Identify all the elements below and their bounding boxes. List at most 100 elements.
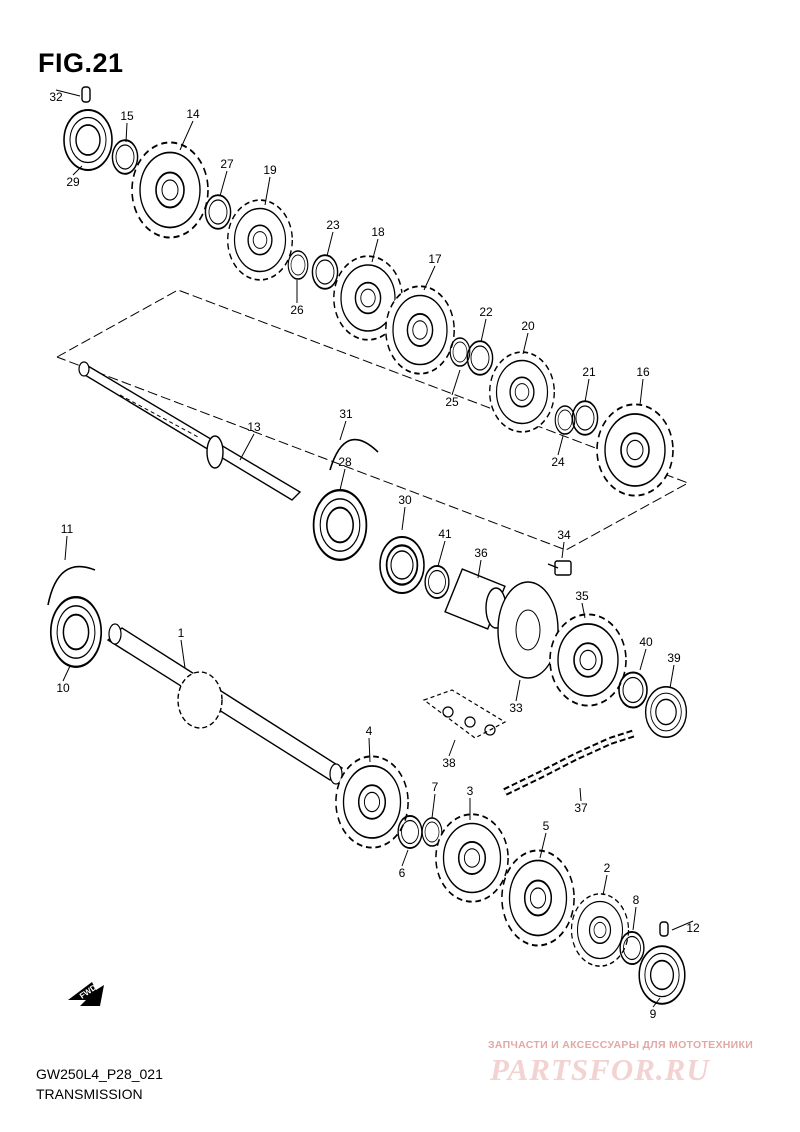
- fwd-arrow-icon: FWD: [68, 982, 104, 1006]
- part-25-circlip: [449, 337, 471, 367]
- callout-23: 23: [326, 218, 340, 232]
- leader-line-15: [125, 122, 128, 143]
- leader-line-30: [401, 506, 406, 531]
- leader-line-1: [180, 639, 186, 669]
- callout-38: 38: [442, 756, 456, 770]
- part-8-washer: [619, 930, 645, 966]
- leader-line-4: [368, 737, 371, 763]
- callout-11: 11: [61, 522, 74, 536]
- leader-line-6: [401, 849, 409, 867]
- callout-34: 34: [557, 528, 571, 542]
- leader-line-39: [669, 664, 675, 689]
- callout-18: 18: [371, 225, 385, 239]
- leader-line-41: [437, 540, 446, 567]
- callout-16: 16: [636, 365, 650, 379]
- leader-line-38: [448, 739, 456, 757]
- leader-line-22: [480, 318, 487, 343]
- leader-line-32: [55, 89, 81, 97]
- leader-line-19: [264, 176, 271, 206]
- part-29-bearing: [63, 109, 113, 171]
- leader-line-31: [339, 420, 347, 441]
- leader-line-37: [579, 787, 582, 802]
- callout-15: 15: [120, 109, 134, 123]
- callout-3: 3: [467, 784, 474, 798]
- part-35-sprocket: [549, 613, 627, 707]
- callout-26: 26: [290, 303, 304, 317]
- leader-line-40: [639, 648, 647, 671]
- part-13-countershaft: [78, 361, 302, 501]
- part-12-pin: [659, 921, 669, 937]
- callout-29: 29: [66, 175, 80, 189]
- part-39-bearing: [644, 685, 688, 739]
- part-27-washer: [204, 194, 232, 230]
- leader-line-11: [64, 535, 68, 561]
- callout-12: 12: [686, 921, 700, 935]
- callout-37: 37: [574, 801, 588, 815]
- part-37-drive-chain: [503, 729, 637, 796]
- callout-5: 5: [543, 819, 550, 833]
- part-3-gear: [434, 813, 510, 903]
- leader-line-36: [477, 559, 482, 579]
- part-40-washer: [618, 671, 648, 709]
- callout-30: 30: [398, 493, 412, 507]
- callout-21: 21: [582, 365, 596, 379]
- callout-32: 32: [49, 90, 63, 104]
- part-6-washer: [397, 814, 423, 850]
- leader-line-20: [522, 332, 529, 355]
- callout-20: 20: [521, 319, 535, 333]
- part-31-circlip: [329, 438, 379, 471]
- part-9-bearing: [638, 945, 686, 1005]
- part-16-gear: [596, 403, 674, 497]
- part-5-gear: [500, 849, 576, 947]
- callout-2: 2: [604, 861, 611, 875]
- part-2-gear: [570, 893, 630, 967]
- part-41-o-ring: [424, 564, 450, 600]
- leader-line-24: [557, 435, 564, 456]
- figure-name: TRANSMISSION: [36, 1086, 143, 1102]
- callout-13: 13: [247, 420, 261, 434]
- leader-line-28: [339, 468, 346, 491]
- callout-10: 10: [56, 681, 70, 695]
- leader-line-33: [515, 679, 521, 702]
- part-32-pin: [81, 86, 91, 103]
- part-23-washer: [311, 254, 339, 290]
- leader-line-12: [671, 920, 694, 931]
- leader-line-25: [451, 369, 461, 396]
- callout-27: 27: [220, 157, 234, 171]
- part-36-spacer: [444, 568, 507, 630]
- callout-33: 33: [509, 701, 523, 715]
- leader-line-17: [423, 265, 436, 291]
- part-1-driveshaft: [106, 623, 344, 785]
- part-20-gear: [488, 351, 556, 433]
- callout-35: 35: [575, 589, 589, 603]
- leader-line-35: [581, 602, 586, 619]
- leader-line-2: [602, 874, 608, 896]
- leader-line-27: [219, 170, 228, 197]
- leader-line-29: [72, 165, 83, 176]
- callout-25: 25: [445, 395, 459, 409]
- part-19-gear: [226, 199, 294, 281]
- callout-39: 39: [667, 651, 681, 665]
- callout-9: 9: [650, 1007, 657, 1021]
- callout-4: 4: [366, 724, 373, 738]
- callout-19: 19: [263, 163, 277, 177]
- callout-28: 28: [338, 455, 352, 469]
- callout-36: 36: [474, 546, 488, 560]
- leader-line-8: [632, 906, 637, 931]
- countershaft-group-outline: [56, 289, 690, 551]
- leader-line-5: [539, 832, 547, 859]
- figure-code: GW250L4_P28_021: [36, 1066, 163, 1082]
- part-22-washer: [466, 340, 494, 376]
- part-33-plate: [497, 581, 559, 679]
- callout-22: 22: [479, 305, 493, 319]
- part-21-washer: [571, 400, 599, 436]
- callout-7: 7: [432, 780, 439, 794]
- leader-line-7: [431, 793, 436, 819]
- leader-line-9: [652, 997, 661, 1008]
- part-15-washer: [111, 139, 139, 175]
- part-11-circlip: [47, 565, 96, 606]
- part-34-bolt: [547, 560, 572, 576]
- part-26-circlip: [287, 250, 309, 280]
